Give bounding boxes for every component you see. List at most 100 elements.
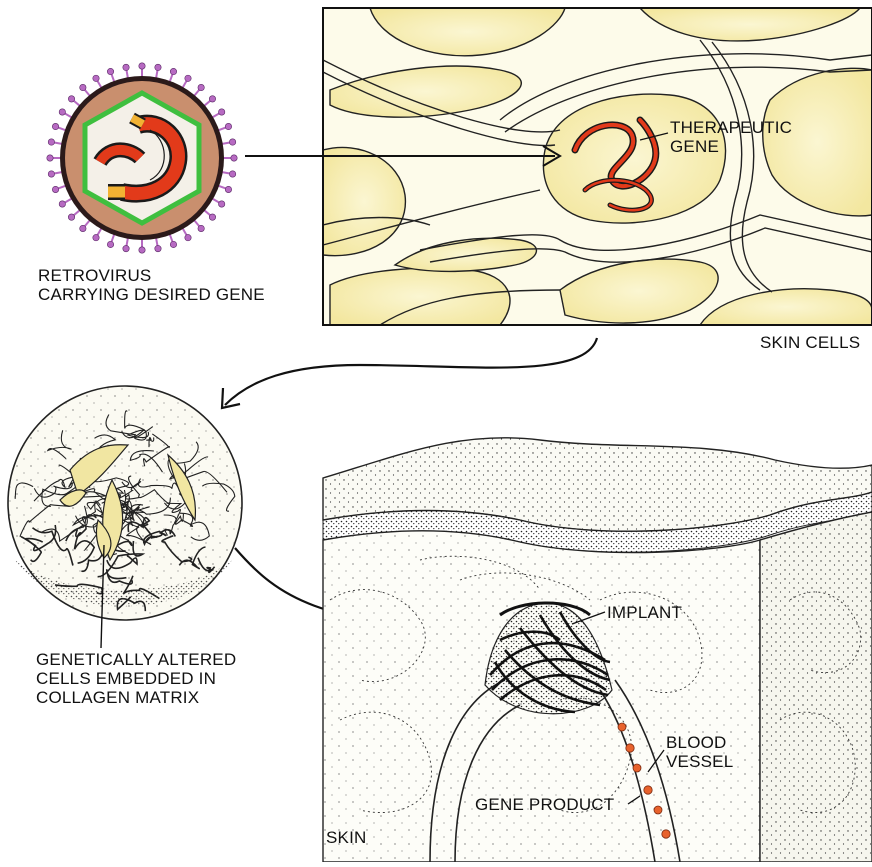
virus-spike-knob (52, 123, 60, 131)
collagen-fiber (197, 557, 216, 574)
skin-cells-panel (323, 8, 872, 325)
collagen-fiber (40, 505, 88, 543)
arrow-virus-to-cell (245, 145, 562, 167)
label-altered-cells: GENETICALLY ALTERED CELLS EMBEDDED IN CO… (36, 650, 237, 707)
retrovirus-graphic (46, 62, 238, 254)
virus-spike-knob (154, 63, 162, 71)
implant-graphic (484, 601, 613, 715)
collagen-fiber (129, 450, 163, 473)
virus-spike-knob (107, 68, 115, 76)
label-skin-cells: SKIN CELLS (760, 333, 861, 352)
virus-spike-knob (58, 200, 66, 208)
virus-spike-knob (218, 108, 226, 116)
virus-spike-knob (68, 213, 76, 221)
arrow-cells-to-matrix (220, 337, 599, 410)
virus-spike-knob (92, 74, 100, 82)
collagen-fiber (19, 504, 70, 537)
virus-spike-knob (184, 74, 192, 82)
collagen-fiber (33, 483, 73, 498)
pointer-altered-cells (100, 544, 105, 649)
virus-spike-knob (224, 185, 232, 193)
implant-vessel (504, 649, 601, 707)
virus-spike-knob (224, 123, 232, 131)
collagen-fiber (126, 429, 150, 441)
collagen-fiber (201, 482, 236, 512)
virus-spike-knob (229, 138, 237, 146)
collagen-fiber (179, 512, 210, 541)
collagen-fiber (82, 514, 110, 526)
implant-vessel-mesh (489, 611, 611, 714)
collagen-matrix-sphere (7, 385, 243, 621)
implant-vessel (538, 614, 611, 682)
virus-gene (93, 112, 188, 203)
skin-block (322, 437, 872, 863)
collagen-fiber (46, 430, 72, 460)
collagen-fiber (142, 530, 167, 547)
virus-spike-knob (138, 246, 146, 254)
therapeutic-gene-graphic (571, 116, 660, 213)
collagen-fiber (143, 525, 177, 539)
skin-cell-bodies (323, 8, 872, 325)
virus-spike-knob (79, 224, 87, 232)
collagen-fiber (23, 537, 44, 563)
collagen-fiber (73, 532, 96, 564)
virus-spikes (46, 62, 238, 254)
collagen-fiber (128, 497, 171, 526)
collagen-fiber (119, 480, 142, 498)
dermis-lines (329, 555, 862, 813)
virus-spike-knob (52, 185, 60, 193)
virus-spike-knob (197, 84, 205, 92)
collagen-fiber (33, 476, 73, 502)
collagen-fiber (106, 554, 138, 570)
virus-spike-knob (229, 170, 237, 178)
collagen-fiber (14, 482, 34, 499)
collagen-fiber (81, 544, 126, 573)
label-skin: SKIN (326, 828, 367, 847)
virus-spike-knob (46, 154, 54, 162)
label-blood-vessel: BLOOD VESSEL (666, 733, 734, 771)
implant-vessel (499, 630, 561, 642)
virus-spike-knob (184, 234, 192, 242)
label-gene-product: GENE PRODUCT (475, 795, 615, 814)
skin-cells-frame (322, 7, 872, 326)
label-retrovirus: RETROVIRUS CARRYING DESIRED GENE (38, 266, 265, 304)
virus-spike-knob (92, 234, 100, 242)
virus-spike-knob (79, 84, 87, 92)
collagen-fiber (86, 498, 117, 517)
implant-vessel (499, 673, 607, 701)
implant-vessel (558, 611, 611, 664)
collagen-fiber (174, 513, 194, 527)
collagen-fiber (143, 433, 171, 467)
virus-spike-knob (122, 63, 130, 71)
altered-cells (59, 444, 197, 562)
collagen-fiber (128, 475, 171, 506)
virus-spike-knob (47, 170, 55, 178)
collagen-fiber (161, 534, 193, 563)
collagen-fiber (121, 410, 146, 439)
virus-spike-knob (122, 245, 130, 253)
label-implant: IMPLANT (607, 603, 683, 622)
virus-spike-knob (197, 224, 205, 232)
virus-spike-knob (68, 95, 76, 103)
virus-spike-knob (230, 154, 238, 162)
collagen-fiber (105, 569, 134, 585)
collagen-fiber (146, 437, 155, 448)
virus-spike-knob (47, 138, 55, 146)
virus-spike-knob (218, 200, 226, 208)
virus-spike-knob (154, 245, 162, 253)
implant-vessel (518, 627, 609, 697)
collagen-fibers (14, 410, 236, 612)
leader-lines (571, 132, 669, 805)
implant-vessel (493, 661, 576, 714)
virus-spike-knob (138, 62, 146, 70)
virus-spike-knob (58, 108, 66, 116)
cell-membranes (323, 39, 872, 325)
label-therapeutic-gene: THERAPEUTIC GENE (670, 118, 793, 156)
collagen-fiber (137, 478, 179, 489)
virus-spike-knob (208, 95, 216, 103)
virus-spike-knob (169, 68, 177, 76)
gene-product-dots (617, 722, 671, 839)
virus-spike-knob (169, 240, 177, 248)
